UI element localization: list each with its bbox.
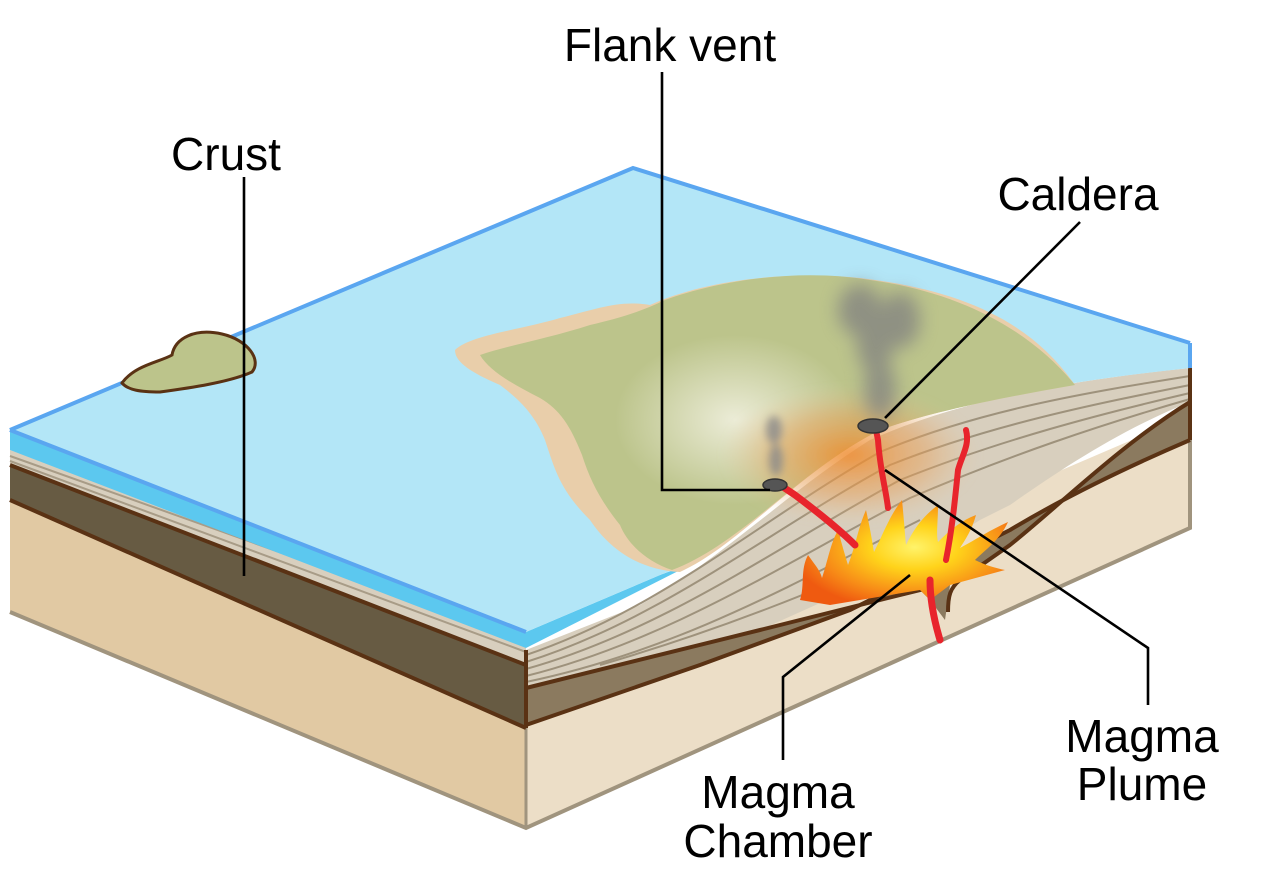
magma-plume-leader [884,468,1150,705]
magma-feeder-dike [926,576,944,644]
mantle-side-face [526,415,1190,828]
crust-side-mid-layer [526,402,1190,725]
flank-vent-crater [762,478,788,492]
caldera-label: Caldera [997,168,1159,220]
caldera-leader [884,221,1081,419]
crust-side-strata [526,368,1190,688]
ocean-front-edge-line [9,428,527,634]
caldera-smoke [838,284,920,420]
ocean-front-edge [10,430,526,648]
mantle-outline [9,440,1192,831]
magma-chamber-leader [781,573,911,760]
side-upper-boundary-right [946,400,1192,613]
mantle-front-face [10,497,526,828]
flank-vent-leader [660,72,770,492]
magma-chamber [800,500,1008,605]
caldera-crater [857,418,889,434]
dike-right [943,427,970,563]
crust-label: Crust [171,128,281,180]
magma-plume-label-line-1: Magma [1065,710,1219,762]
flank-vent-dike [776,481,859,549]
flank-vent-label: Flank vent [564,19,776,71]
front-strata-base-line [9,463,527,667]
crust-front-dark-layer [10,465,526,728]
front-crust-base-line [9,498,527,730]
side-lower-boundary [525,438,1191,727]
ocean-side-edge [526,560,700,648]
volcano-heat-glow [720,385,980,525]
magma-chamber-label-line-1: Magma [701,766,855,818]
magma-chamber-label-line-2: Chamber [683,815,872,867]
magma-plume-dike [873,427,891,511]
magma-plume-label-line-2: Plume [1077,758,1207,810]
small-island [120,330,257,394]
flank-vent-smoke [766,416,783,476]
